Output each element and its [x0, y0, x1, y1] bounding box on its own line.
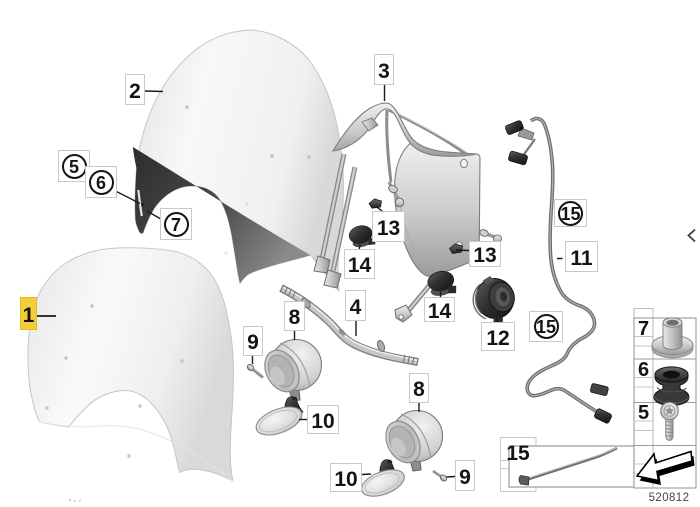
callout-14-b[interactable]: 14 — [424, 297, 455, 322]
callout-9-left[interactable]: 9 — [243, 326, 263, 356]
callout-8-left-label: 8 — [288, 306, 301, 329]
windshield-part-1 — [27, 247, 235, 482]
callout-15-a-label: 15 — [558, 200, 583, 226]
callout-4[interactable]: 4 — [345, 290, 366, 321]
table-row-6-number-label: 6 — [637, 358, 650, 381]
screw-part-9-left — [246, 363, 264, 379]
turn-signal-part-10-right — [361, 459, 405, 497]
callout-13-b[interactable]: 13 — [469, 241, 501, 267]
callout-14-a-label: 14 — [347, 254, 372, 277]
callout-14-b-label: 14 — [427, 299, 452, 323]
grommet-part-14-b — [427, 270, 457, 296]
table-row-5-number[interactable]: 5 — [634, 401, 653, 424]
faint-marks — [68, 498, 82, 503]
callout-15-b[interactable]: 15 — [529, 311, 563, 342]
callout-11-label: 11 — [570, 246, 593, 270]
callout-12-label: 12 — [486, 326, 510, 350]
callout-6-label: 6 — [88, 169, 114, 195]
table-row-7-number-label: 7 — [637, 317, 650, 340]
table-row-6-number[interactable]: 6 — [634, 358, 653, 381]
inset-cable-strap-box — [500, 437, 635, 492]
callout-13-a[interactable]: 13 — [372, 211, 405, 242]
callout-6[interactable]: 6 — [85, 166, 117, 198]
chevron-left-icon[interactable] — [687, 228, 696, 243]
mounting-holes — [159, 105, 311, 255]
callout-3[interactable]: 3 — [374, 54, 394, 85]
mounting-bracket-part-3 — [313, 102, 502, 323]
callout-7[interactable]: 7 — [160, 208, 192, 240]
rubber-grommet-part-6[interactable] — [653, 366, 690, 406]
callout-8-left[interactable]: 8 — [284, 301, 305, 331]
callout-9-left-label: 9 — [247, 331, 259, 354]
turn-signal-part-10-left — [255, 396, 304, 436]
table-row-5-number-label: 5 — [637, 401, 650, 424]
inset-label-15-text: 15 — [506, 442, 530, 465]
callout-10-right-label: 10 — [334, 467, 358, 491]
callout-10-left[interactable]: 10 — [307, 405, 339, 434]
spotlight-part-8-right — [385, 409, 444, 472]
callout-9-right-label: 9 — [459, 465, 471, 489]
callout-lines — [37, 85, 571, 478]
spotlight-part-8-left — [264, 338, 323, 402]
flanged-bushing-part-7[interactable] — [651, 317, 694, 359]
callout-2[interactable]: 2 — [125, 74, 145, 105]
mounting-holes — [45, 304, 184, 458]
direction-arrow-icon — [635, 450, 695, 485]
callout-8-right-label: 8 — [413, 378, 425, 401]
screw-part-9-right — [432, 469, 448, 482]
callout-4-label: 4 — [349, 295, 362, 319]
callout-10-left-label: 10 — [311, 409, 335, 433]
inset-label-15[interactable]: 15 — [500, 440, 536, 464]
diagram-code: 520812 — [648, 492, 690, 504]
callout-10-right[interactable]: 10 — [330, 463, 362, 492]
callout-3-label: 3 — [378, 59, 390, 83]
callout-12[interactable]: 12 — [481, 322, 515, 351]
callout-15-b-label: 15 — [533, 314, 559, 339]
callout-13-b-label: 13 — [473, 244, 497, 267]
clip-part-13-b — [448, 243, 463, 254]
callout-8-right[interactable]: 8 — [409, 373, 429, 403]
callout-11[interactable]: 11 — [565, 241, 598, 272]
callout-13-a-label: 13 — [376, 216, 401, 240]
socket-part-12 — [472, 275, 515, 326]
cable-harness-part-11 — [505, 116, 612, 424]
crossbar-part-4 — [279, 284, 419, 366]
table-row-7-number[interactable]: 7 — [634, 317, 653, 340]
callout-7-label: 7 — [163, 211, 189, 237]
callout-1-label: 1 — [22, 303, 35, 327]
cable-strap-part-15 — [518, 446, 618, 486]
callout-9-right[interactable]: 9 — [455, 460, 475, 491]
callout-5[interactable]: 5 — [58, 150, 90, 182]
clip-part-13-a — [368, 198, 382, 209]
callout-5-label: 5 — [61, 153, 87, 179]
pan-head-screw-part-5[interactable] — [660, 401, 679, 441]
callout-2-label: 2 — [129, 79, 141, 103]
callout-14-a[interactable]: 14 — [344, 249, 375, 279]
callout-1[interactable]: 1 — [20, 297, 37, 330]
windshield-part-2 — [132, 29, 345, 293]
callout-line-dot — [141, 203, 144, 207]
callout-15-a[interactable]: 15 — [554, 199, 587, 227]
parts-table — [633, 308, 697, 489]
